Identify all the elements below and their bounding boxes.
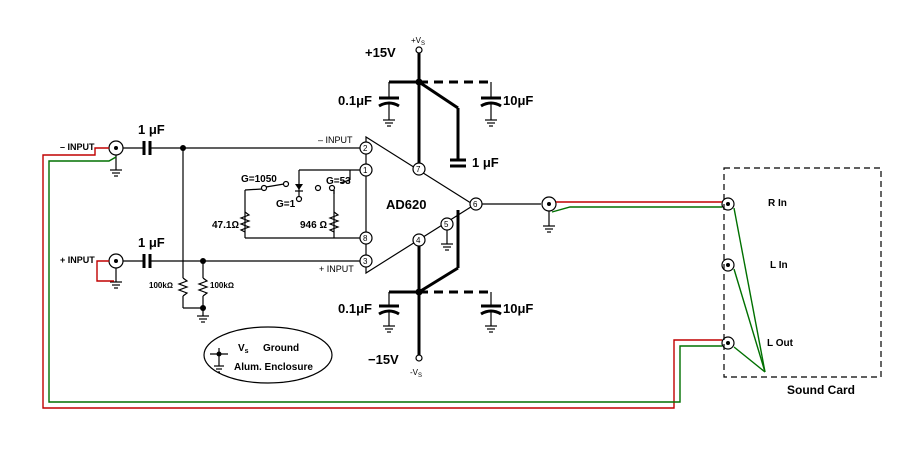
- pos-rail-label: +VS: [411, 36, 425, 47]
- gain-network: G=1050 G=1 G=53 47.1Ω 946 Ω: [212, 169, 360, 239]
- legend-vs: Vs: [238, 343, 249, 355]
- r-in-label: R In: [768, 198, 787, 209]
- pin-5-label: 5: [444, 220, 449, 229]
- ad620-amplifier: AD620 – INPUT + INPUT 2 1 8 3 7 5 4 6 1 …: [318, 135, 499, 275]
- neg-supply-terminal: [415, 354, 423, 362]
- minus-coupling-cap-label: 1 μF: [138, 122, 165, 137]
- pin-6-label: 6: [473, 200, 478, 209]
- plus-input-label: + INPUT: [60, 255, 95, 265]
- neg-voltage-label: −15V: [368, 352, 399, 367]
- bias-resistor-minus: [177, 277, 189, 297]
- bottom-small-cap-label: 0.1μF: [338, 301, 372, 316]
- l-out-label: L Out: [767, 338, 794, 349]
- neg-rail-label: -VS: [410, 368, 422, 379]
- pin-1-label: 1: [363, 166, 368, 175]
- switch-contact-g53-b: [328, 184, 336, 192]
- top-bypass-small-cap: 0.1μF: [338, 82, 400, 127]
- l-out-jack: [721, 336, 735, 350]
- minus-input-label: – INPUT: [60, 142, 95, 152]
- selector-arrow-icon: [295, 184, 303, 190]
- minus-input-pin-label: – INPUT: [318, 135, 353, 145]
- plus-coupling-cap-label: 1 μF: [138, 235, 165, 250]
- pin-3-label: 3: [363, 257, 368, 266]
- l-in-label: L In: [770, 260, 788, 271]
- bias-resistor-minus-label: 100kΩ: [149, 281, 173, 290]
- output-stage: [482, 196, 557, 233]
- feedback-cap-label: 1 μF: [472, 155, 499, 170]
- r-low-label: 946 Ω: [300, 220, 327, 231]
- resistor-946: [328, 211, 340, 233]
- bias-resistor-plus: [197, 277, 209, 297]
- switch-contact-g53-a: [314, 184, 322, 192]
- pin-7: [412, 162, 426, 176]
- pin-7-label: 7: [416, 165, 421, 174]
- shielded-cable-wiring: [42, 147, 722, 409]
- pin-8-label: 8: [363, 234, 368, 243]
- legend: Vs Ground Alum. Enclosure: [203, 326, 333, 384]
- pos-voltage-label: +15V: [365, 45, 396, 60]
- amplifier-part-label: AD620: [386, 197, 426, 212]
- bottom-bypass-large-cap: 10μF: [480, 292, 533, 333]
- bottom-bypass-small-cap: 0.1μF: [338, 292, 400, 333]
- top-small-cap-label: 0.1μF: [338, 93, 372, 108]
- bias-network: 100kΩ 100kΩ: [149, 148, 234, 323]
- r-high-label: 47.1Ω: [212, 220, 239, 231]
- top-bypass-large-cap: 10μF: [480, 82, 533, 127]
- legend-ground: Ground: [263, 343, 299, 354]
- pos-supply-terminal: [415, 46, 423, 54]
- resistor-47-1: [239, 211, 251, 233]
- legend-ellipse: [203, 326, 333, 384]
- switch-contact-g1050: [260, 184, 268, 192]
- r-in-jack: [721, 197, 735, 211]
- bottom-large-cap-label: 10μF: [503, 301, 533, 316]
- switch-contact-common: [282, 180, 290, 188]
- sound-card-box: [723, 167, 882, 378]
- gain-1050-label: G=1050: [241, 174, 277, 185]
- switch-contact-g1: [295, 195, 303, 203]
- positive-supply: +VS +15V: [365, 36, 491, 165]
- sound-card-title: Sound Card: [787, 383, 855, 397]
- gain-53-label: G=53: [326, 176, 351, 187]
- l-in-jack: [721, 258, 735, 272]
- top-large-cap-label: 10μF: [503, 93, 533, 108]
- sound-card: R In L In L Out Sound Card: [721, 167, 882, 397]
- pin-2-label: 2: [363, 144, 368, 153]
- plus-input-stage: + INPUT 1 μF: [60, 235, 360, 289]
- bias-resistor-plus-label: 100kΩ: [210, 281, 234, 290]
- negative-supply: -VS −15V: [368, 210, 491, 379]
- pin-4-label: 4: [416, 236, 421, 245]
- legend-enclosure: Alum. Enclosure: [234, 362, 313, 373]
- minus-input-stage: – INPUT 1 μF: [60, 122, 360, 177]
- pin-4: [412, 233, 426, 247]
- gain-1-label: G=1: [276, 199, 296, 210]
- plus-input-pin-label: + INPUT: [319, 264, 354, 274]
